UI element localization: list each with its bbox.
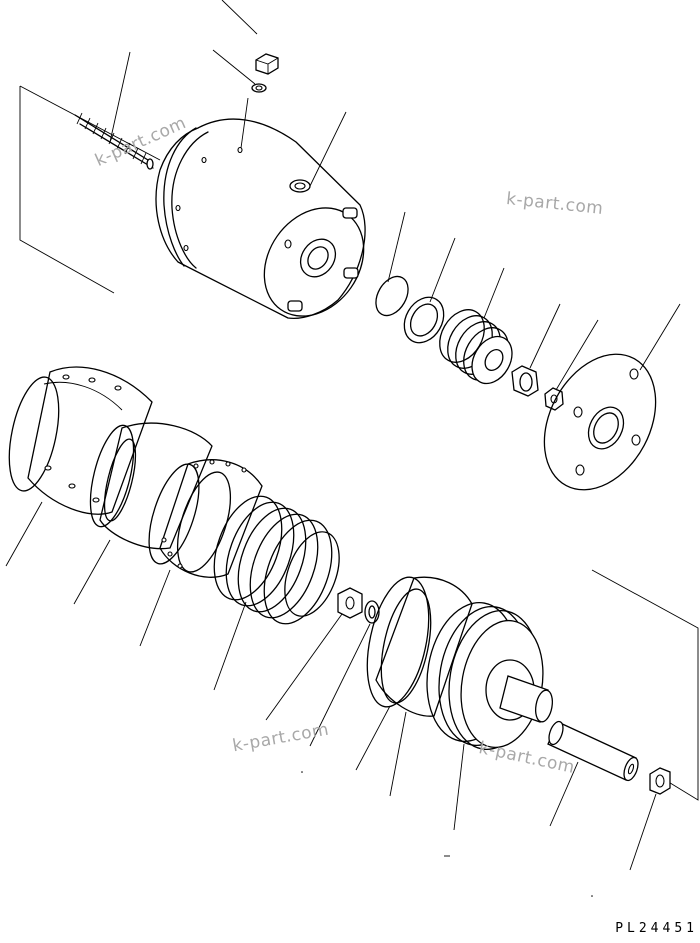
leader-seal-ring [429,237,456,303]
leader-lines [5,0,681,897]
pin [547,720,639,782]
motor-housing [155,118,366,320]
leader-piston-ring-housing [355,705,391,771]
leader-bellows [483,267,505,319]
flange-plate [543,353,657,491]
lock-washer [251,83,267,93]
leader-hex-nut [265,613,343,721]
leader-flange-plate [639,303,681,371]
leader-hex-bolt [221,0,258,35]
stud-bolt [74,112,154,170]
assembly-bracket-bottom-right [591,569,699,801]
leader-pin [549,761,579,827]
leader-motor-housing [309,111,347,187]
piston-ring-housing [366,576,473,717]
seal-ring [403,296,445,344]
leader-ring-inner [389,711,407,797]
leader-ring-2 [73,539,111,605]
assembly-bracket-top-left [19,85,161,294]
leader-piston [453,743,465,831]
bolt-centerline [240,97,249,149]
piston [426,601,554,751]
leader-fitting [529,303,561,369]
leader-o-ring [387,211,406,283]
outer-sleeve [8,366,153,515]
leader-end-nut [629,793,657,871]
leader-small-nut [555,319,599,391]
bellows [439,309,513,385]
fitting [511,365,539,397]
perforated-ring [148,459,263,578]
leader-stud-bolt [109,51,131,143]
leader-snap-ring [309,623,371,747]
leader-perforated-ring [139,569,171,647]
drawing-code: PL24451 [615,921,698,936]
ring-2 [89,422,213,550]
leader-lock-washer [212,49,256,85]
o-ring [375,275,409,317]
coil-spring [213,495,340,625]
hex-bolt [255,53,279,75]
hex-nut [337,587,363,619]
end-nut [649,767,671,795]
leader-coil-spring [213,601,247,691]
snap-ring [364,600,380,624]
leader-outer-sleeve [5,501,43,567]
